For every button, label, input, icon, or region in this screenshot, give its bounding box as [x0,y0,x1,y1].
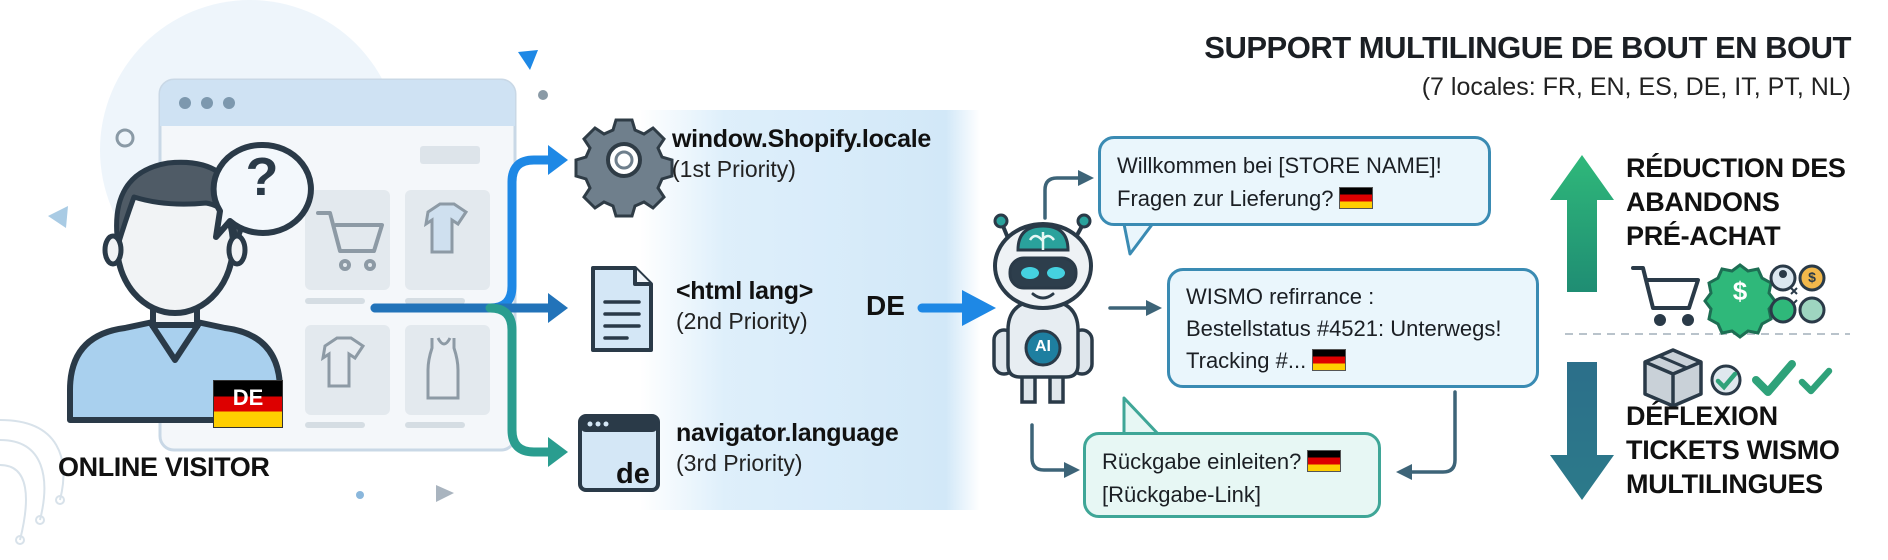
detected-locale: DE [866,290,905,321]
page-title: SUPPORT MULTILINGUE DE BOUT EN BOUT [1204,30,1851,65]
reply-connectors [1030,176,1457,474]
package-icon [1643,348,1703,408]
cart-icon [1631,266,1700,326]
german-flag: DE [213,380,283,428]
source-title: navigator.language [676,419,899,447]
users-exchange-icon [1769,264,1826,324]
benefit-line: TICKETS WISMO [1626,434,1840,465]
dollar-glyph: $ [1732,276,1748,306]
benefit-up-text: RÉDUCTION DES ABANDONS PRÉ-ACHAT [1626,152,1846,253]
benefit-line: DÉFLEXION [1626,401,1778,431]
benefit-line: MULTILINGUES [1626,468,1823,499]
message-wismo: WISMO refirrance : Bestellstatus #4521: … [1167,268,1539,388]
tshirt-icon [320,336,366,388]
question-mark: ? [245,147,279,207]
source-title: window.Shopify.locale [672,125,931,153]
bubble-tail [1122,396,1162,438]
source-priority: (1st Priority) [672,156,796,183]
cart-icon [316,211,384,271]
browser-window-icon [578,414,660,492]
dollar-glyph-small: $ [1808,269,1816,285]
source-shopify-locale: window.Shopify.locale (1st Priority) [672,124,931,185]
message-line: [Rückgabe-Link] [1102,482,1261,507]
flag-label: DE [232,385,264,410]
branch-arrows [370,155,555,457]
source-navigator-language: navigator.language (3rd Priority) [676,418,899,479]
german-flag [1307,450,1342,472]
check-icon [1710,360,1833,396]
document-icon [591,266,653,352]
message-line: Fragen zur Lieferung? [1117,186,1334,211]
benefit-line: PRÉ-ACHAT [1626,220,1781,251]
german-flag [1312,348,1347,371]
ai-badge: AI [1035,338,1051,355]
up-arrow [1550,155,1614,292]
message-welcome: Willkommen bei [STORE NAME]! Fragen zur … [1098,136,1491,226]
source-priority: (3rd Priority) [676,450,803,477]
gear-icon [574,118,674,218]
tank-top-icon [426,337,460,400]
message-line: WISMO refirrance : [1186,284,1375,309]
message-line: Tracking #... [1186,347,1307,373]
source-html-lang: <html lang> (2nd Priority) [676,276,813,337]
message-line: Bestellstatus #4521: Unterwegs! [1186,315,1502,341]
tshirt-icon [423,202,469,254]
source-title: <html lang> [676,277,814,305]
benefit-line: ABANDONS [1626,186,1780,217]
benefit-down-text: DÉFLEXION TICKETS WISMO MULTILINGUES [1626,400,1840,501]
message-return: Rückgabe einleiten? [Rückgabe-Link] [1083,432,1381,518]
robot-icon [992,213,1094,404]
german-flag [1339,187,1374,209]
benefit-line: RÉDUCTION DES [1626,153,1846,183]
circuit-decoration [0,419,65,545]
visitor-label: ONLINE VISITOR [58,452,270,482]
message-line: Willkommen bei [STORE NAME]! [1117,153,1442,178]
browser-locale-code: de [616,458,650,490]
down-arrow [1550,362,1614,500]
message-line: Rückgabe einleiten? [1102,449,1302,474]
question-icon [210,141,314,240]
page-subtitle: (7 locales: FR, EN, ES, DE, IT, PT, NL) [1421,73,1851,101]
source-priority: (2nd Priority) [676,308,808,335]
